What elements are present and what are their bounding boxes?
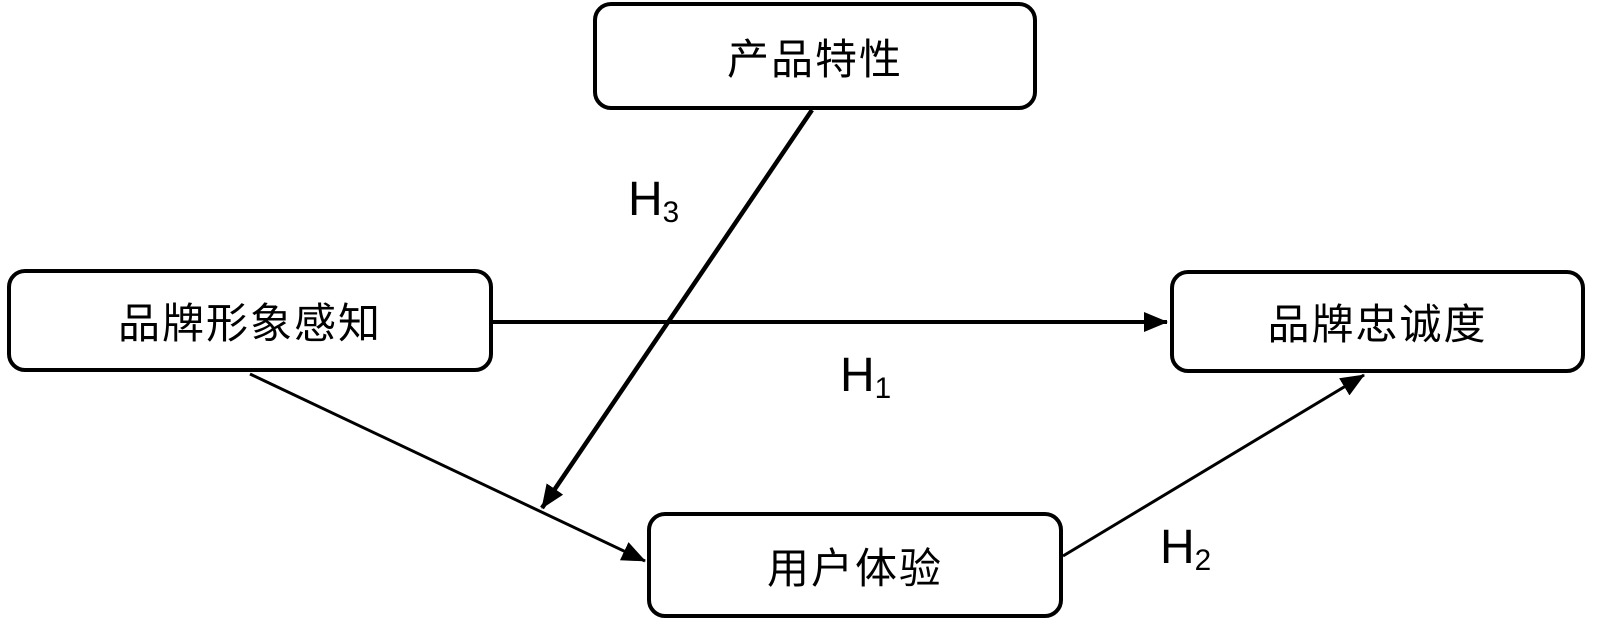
h2-subscript: 2	[1194, 543, 1212, 577]
node-brand-image-perception: 品牌形象感知	[7, 269, 493, 372]
edge-label-h3: H3	[628, 173, 679, 227]
edge-brandimage-userexp-arrow	[249, 372, 646, 563]
edge-h3-arrow	[540, 108, 814, 510]
node-brand-image-perception-label: 品牌形象感知	[117, 302, 382, 348]
edge-label-h1: H1	[840, 349, 891, 403]
h2-main: H	[1160, 521, 1195, 574]
node-user-experience-label: 用户体验	[766, 546, 943, 593]
edge-h2-arrow	[1062, 373, 1365, 558]
node-brand-loyalty: 品牌忠诚度	[1170, 270, 1585, 373]
node-user-experience: 用户体验	[647, 512, 1063, 618]
h1-subscript: 1	[874, 371, 892, 405]
h3-main: H	[628, 173, 663, 226]
h3-subscript: 3	[662, 195, 680, 229]
node-product-features-label: 产品特性	[726, 37, 903, 84]
node-brand-loyalty-label: 品牌忠诚度	[1267, 303, 1488, 349]
edge-label-h2: H2	[1160, 521, 1211, 575]
h1-main: H	[840, 349, 875, 402]
node-product-features: 产品特性	[593, 2, 1037, 110]
